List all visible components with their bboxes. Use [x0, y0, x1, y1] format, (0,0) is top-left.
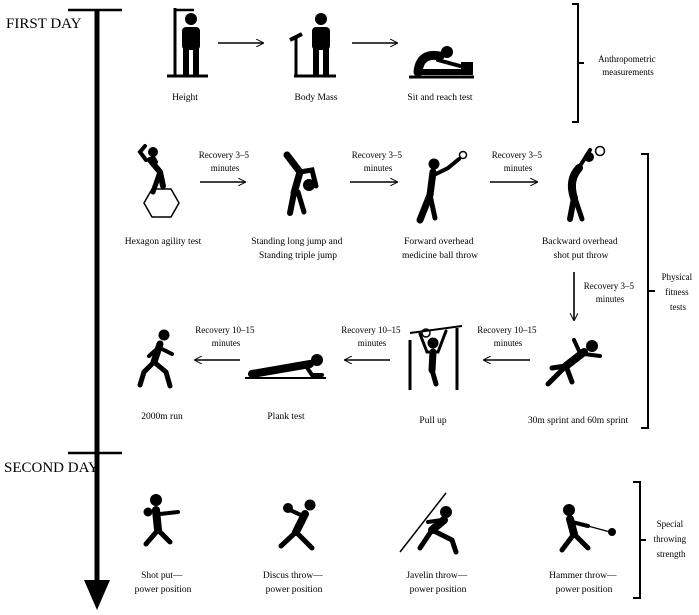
recovery-label-r2: Recovery 3–5 minutes: [352, 150, 404, 173]
bracket-anthropometric: [572, 3, 584, 123]
test-label-shot-put: Shot put— power position: [135, 571, 192, 595]
height-measure-icon: [167, 8, 208, 78]
backward-throw-icon: [567, 145, 606, 222]
scale-icon: [289, 13, 336, 78]
bracket-throwing: [633, 481, 646, 599]
sit-and-reach-icon: [409, 46, 474, 79]
running-icon: [137, 329, 174, 389]
bracket-fitness: [641, 153, 655, 429]
first-day-label: FIRST DAY: [6, 16, 82, 32]
recovery-label-r4: Recovery 3–5 minutes: [584, 281, 636, 304]
second-day-label: SECOND DAY: [4, 460, 99, 476]
test-label-plank: Plank test: [267, 412, 305, 422]
test-label-body-mass: Body Mass: [294, 93, 337, 103]
pull-up-icon: [408, 325, 463, 390]
javelin-icon: [399, 492, 459, 555]
recovery-label-r5: Recovery 10–15 minutes: [477, 325, 538, 348]
group-label-anthropometric: Anthropometric measurements: [598, 54, 658, 77]
test-label-hammer: Hammer throw— power position: [549, 571, 619, 595]
test-label-backward-throw: Backward overhead shot put throw: [542, 237, 620, 261]
test-label-hexagon: Hexagon agility test: [125, 237, 202, 247]
test-label-long-jump: Standing long jump and Standing triple j…: [251, 237, 344, 261]
test-label-pull-up: Pull up: [419, 416, 446, 426]
recovery-label-r3: Recovery 3–5 minutes: [492, 150, 544, 173]
timeline: [68, 8, 122, 610]
test-label-sit-reach: Sit and reach test: [407, 93, 473, 103]
plank-icon: [245, 354, 326, 379]
forward-throw-icon: [416, 150, 468, 224]
test-label-sprint: 30m sprint and 60m sprint: [528, 416, 629, 426]
test-label-discus: Discus throw— power position: [263, 571, 325, 595]
timeline-arrowhead-icon: [84, 580, 110, 610]
discus-icon: [278, 499, 316, 551]
recovery-label-r6: Recovery 10–15 minutes: [341, 325, 402, 348]
group-label-fitness: Physical fitness tests: [662, 272, 695, 312]
test-label-2000m-run: 2000m run: [141, 412, 183, 422]
flow-arrows: [195, 43, 574, 360]
test-label-forward-throw: Forward overhead medicine ball throw: [402, 237, 478, 261]
hexagon-agility-icon: [137, 144, 180, 218]
hammer-icon: [559, 504, 616, 553]
test-label-height: Height: [172, 93, 198, 103]
recovery-label-r1: Recovery 3–5 minutes: [199, 150, 251, 173]
shot-put-icon: [143, 494, 180, 547]
sprint-icon: [545, 338, 602, 387]
recovery-label-r7: Recovery 10–15 minutes: [195, 325, 256, 348]
group-label-throwing: Special throwing strength: [654, 519, 689, 559]
long-jump-icon: [283, 151, 319, 216]
test-label-javelin: Javelin throw— power position: [406, 571, 469, 595]
